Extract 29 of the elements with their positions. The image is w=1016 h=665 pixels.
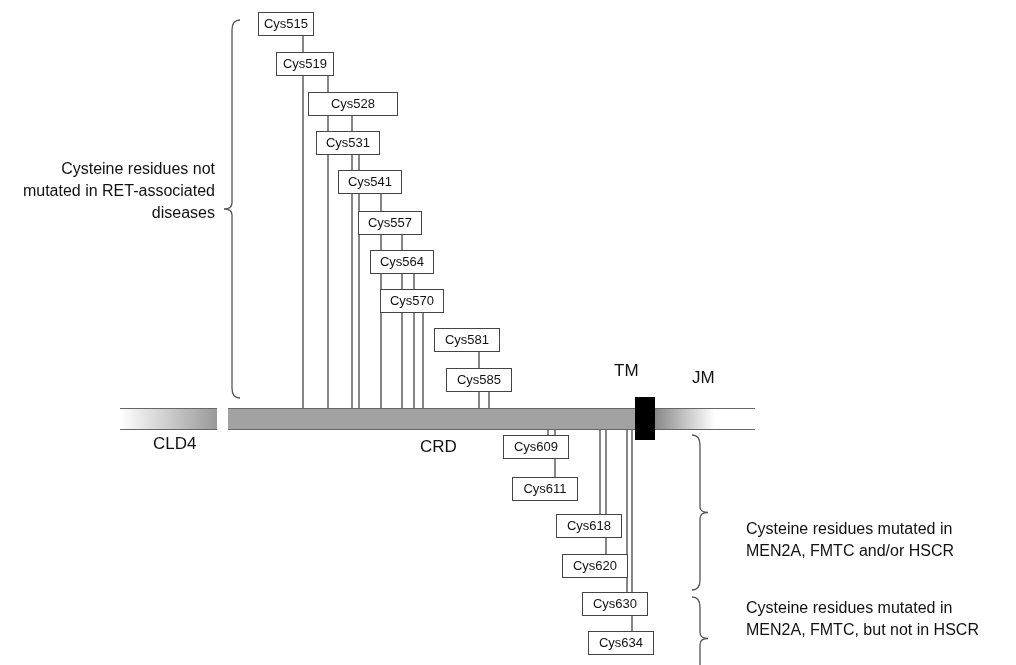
residue-label: Cys620 xyxy=(562,554,628,578)
residue-label: Cys564 xyxy=(370,250,434,274)
domain-label: CRD xyxy=(420,437,457,457)
residue-label: Cys557 xyxy=(358,211,422,235)
leader-line xyxy=(547,429,549,436)
leader-line xyxy=(599,429,601,515)
annotation-text: Cysteine residues mutated in MEN2A, FMTC and/or HSCR xyxy=(746,519,956,561)
residue-label: Cys570 xyxy=(380,289,444,313)
leader-line xyxy=(422,312,424,409)
residue-label: Cys531 xyxy=(316,131,380,155)
domain-label: CLD4 xyxy=(153,434,197,454)
leader-line xyxy=(488,391,490,409)
leader-line xyxy=(302,35,304,409)
residue-label: Cys585 xyxy=(446,368,512,392)
domain-label: JM xyxy=(692,368,715,388)
domain-label: TM xyxy=(614,361,639,381)
annotation-text: Cysteine residues mutated in MEN2A, FMTC, but not in HSCR xyxy=(746,598,980,640)
residue-label: Cys609 xyxy=(503,435,569,459)
annotation-text: Cysteine residues not mutated in RET-associated diseases xyxy=(21,159,215,223)
residue-label: Cys611 xyxy=(512,477,578,501)
residue-label: Cys528 xyxy=(308,92,398,116)
residue-label: Cys515 xyxy=(258,12,314,36)
residue-label: Cys541 xyxy=(338,170,402,194)
residue-label: Cys634 xyxy=(588,631,654,655)
residue-label: Cys618 xyxy=(556,514,622,538)
residue-label: Cys519 xyxy=(276,52,334,76)
residue-label: Cys630 xyxy=(582,592,648,616)
residue-label: Cys581 xyxy=(434,328,500,352)
leader-line xyxy=(631,429,633,632)
